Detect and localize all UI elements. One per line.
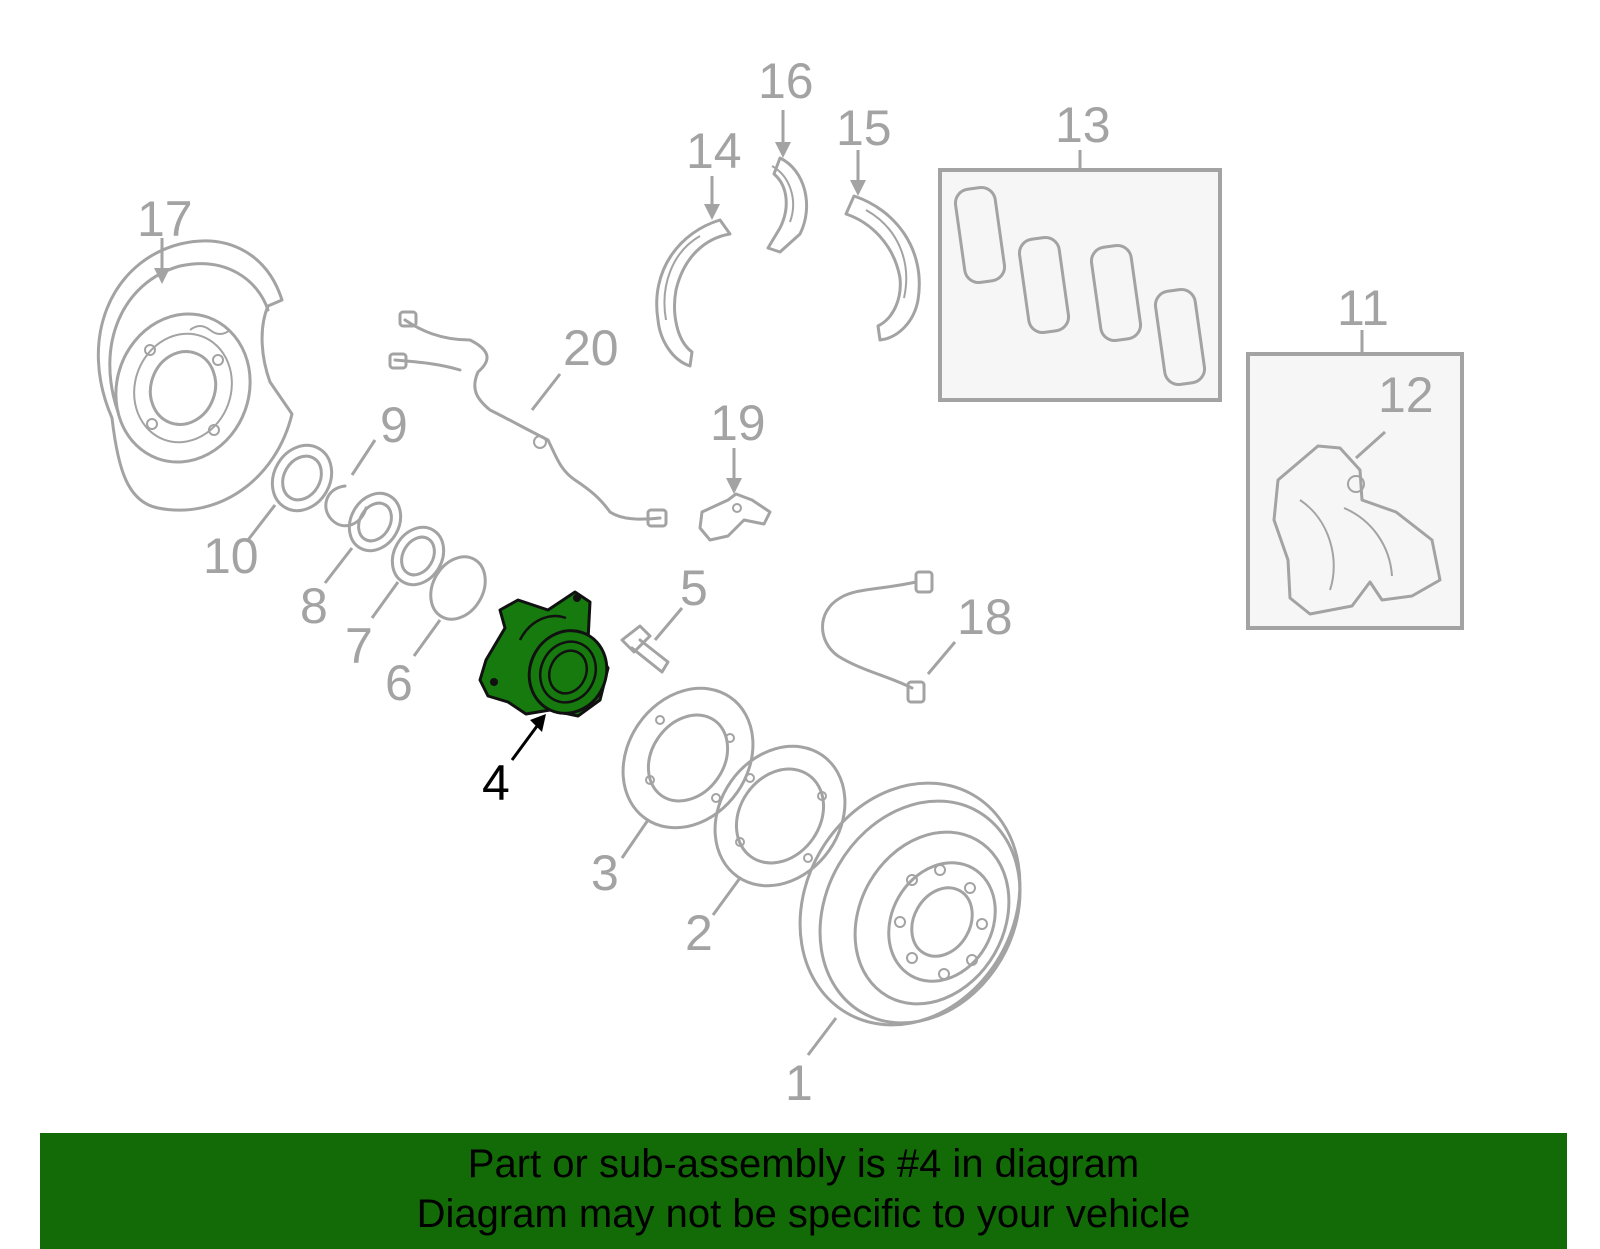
- leader-10: [246, 504, 277, 541]
- arrowhead-16: [775, 142, 791, 158]
- leader-8: [323, 547, 354, 584]
- arrowhead-4: [530, 714, 546, 732]
- part-2-backing-plate-gasket[interactable]: [688, 721, 871, 911]
- callout-18[interactable]: 18: [957, 589, 1013, 645]
- part-14-brake-shoe[interactable]: [655, 218, 732, 368]
- part-6-o-ring[interactable]: [420, 547, 496, 629]
- callout-16[interactable]: 16: [758, 53, 814, 109]
- callout-12[interactable]: 12: [1378, 367, 1434, 423]
- leader-2: [711, 877, 742, 916]
- part-20-abs-sensor-harness[interactable]: [388, 310, 668, 528]
- callout-3[interactable]: 3: [591, 845, 619, 901]
- callout-1[interactable]: 1: [785, 1055, 813, 1111]
- part-18-brake-hose[interactable]: [821, 570, 934, 704]
- callout-19[interactable]: 19: [710, 395, 766, 451]
- leader-5: [653, 607, 684, 641]
- leader-7: [370, 581, 400, 619]
- callout-20[interactable]: 20: [563, 320, 619, 376]
- callout-13[interactable]: 13: [1055, 97, 1111, 153]
- callout-7[interactable]: 7: [345, 618, 373, 674]
- leader-12: [1354, 430, 1387, 460]
- banner-line-disclaimer: Diagram may not be specific to your vehi…: [416, 1192, 1191, 1236]
- part-5-hub-bolt[interactable]: [620, 624, 670, 674]
- callout-6[interactable]: 6: [385, 655, 413, 711]
- part-8-bearing[interactable]: [339, 484, 411, 560]
- leader-3: [620, 819, 650, 859]
- callout-17[interactable]: 17: [137, 191, 193, 247]
- callout-8[interactable]: 8: [300, 578, 328, 634]
- callout-15[interactable]: 15: [836, 100, 892, 156]
- part-10-seal[interactable]: [261, 435, 343, 522]
- arrowhead-14: [704, 204, 720, 220]
- part-17-backing-plate[interactable]: [95, 239, 294, 512]
- leader-18: [926, 641, 957, 675]
- info-banner: Part or sub-assembly is #4 in diagram Di…: [40, 1133, 1567, 1249]
- callout-9[interactable]: 9: [380, 397, 408, 453]
- leader-9: [350, 439, 377, 476]
- leader-20: [530, 373, 562, 411]
- banner-line-part-number: Part or sub-assembly is #4 in diagram: [467, 1142, 1140, 1186]
- part-19-bracket[interactable]: [698, 492, 772, 542]
- leader-1: [806, 1017, 838, 1056]
- leader-6: [412, 619, 442, 657]
- leader-4: [510, 721, 542, 761]
- part-16-shoe-hold-down[interactable]: [766, 156, 809, 254]
- callout-11[interactable]: 11: [1337, 280, 1389, 336]
- part-13-brake-pad-kit[interactable]: [938, 168, 1222, 402]
- callout-14[interactable]: 14: [686, 123, 742, 179]
- arrowhead-15: [850, 180, 866, 196]
- callout-2[interactable]: 2: [685, 905, 713, 961]
- part-4-hub-bearing[interactable]: [478, 590, 620, 726]
- part-7-bearing[interactable]: [382, 518, 454, 594]
- part-12-caliper[interactable]: [1272, 444, 1442, 616]
- part-3-gasket[interactable]: [596, 663, 779, 853]
- callout-5[interactable]: 5: [680, 560, 708, 616]
- callout-10[interactable]: 10: [203, 528, 259, 584]
- part-1-brake-rotor[interactable]: [757, 743, 1063, 1065]
- arrowhead-17: [154, 268, 170, 284]
- arrowhead-19: [726, 478, 742, 494]
- callout-4[interactable]: 4: [482, 755, 510, 811]
- part-15-brake-shoe[interactable]: [844, 194, 921, 342]
